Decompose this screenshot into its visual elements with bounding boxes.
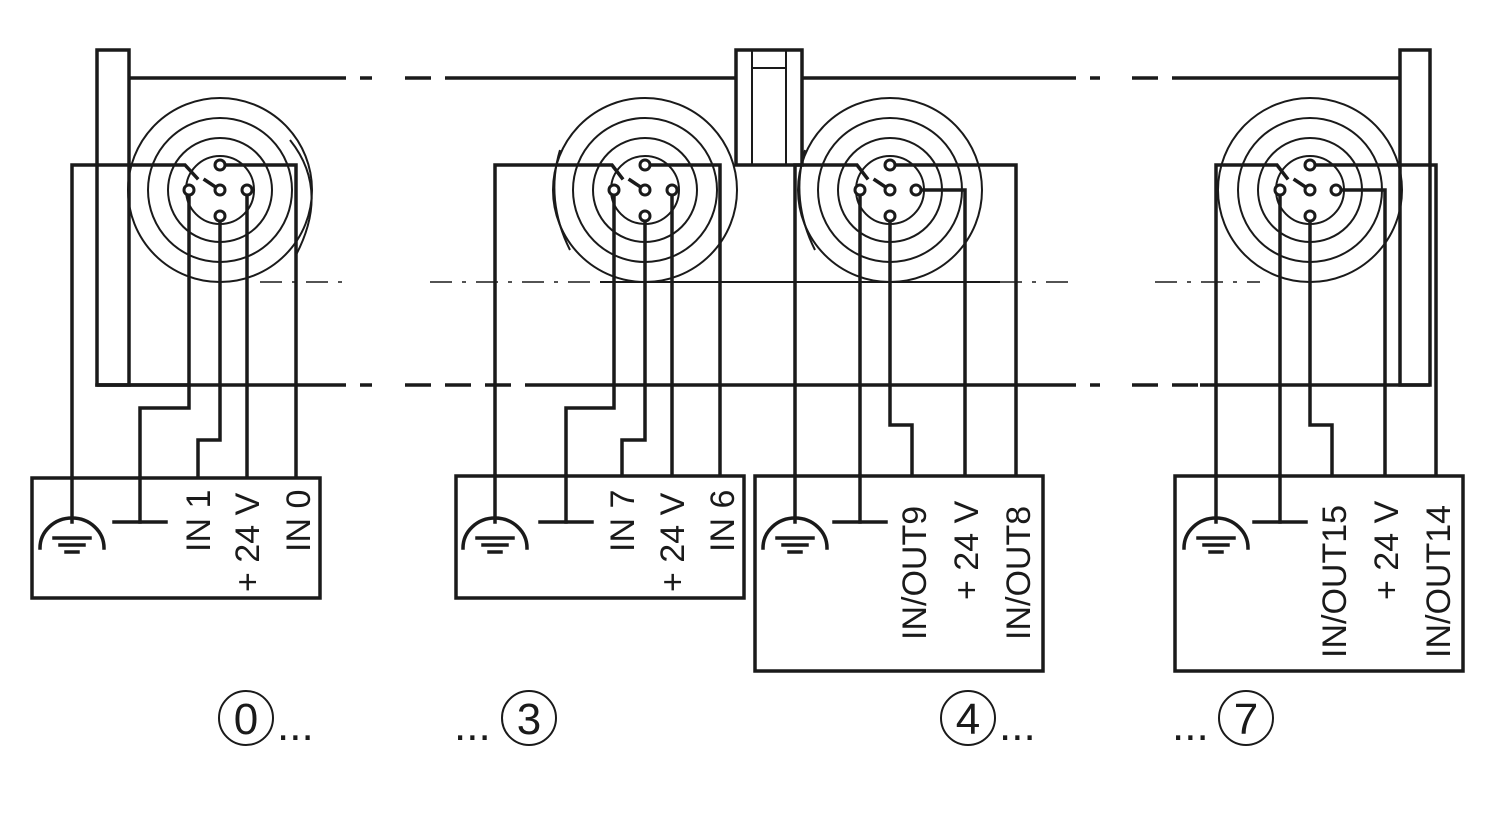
position-marker-7: ... 7	[1172, 690, 1274, 750]
svg-text:...: ...	[454, 701, 491, 750]
label-inout14: IN/OUT14	[1420, 505, 1458, 658]
protective-earth-icon	[1182, 516, 1250, 554]
center-coupling	[734, 48, 804, 167]
label-inout9: IN/OUT9	[896, 506, 934, 640]
svg-text:7: 7	[1234, 695, 1258, 744]
svg-text:...: ...	[277, 701, 314, 750]
label-in6: IN 6	[704, 490, 742, 552]
wires-module-0	[70, 163, 298, 480]
label-inout15: IN/OUT15	[1316, 505, 1354, 658]
position-marker-3: ... 3	[454, 690, 557, 750]
position-marker-0: 0 ...	[218, 690, 314, 750]
wires-module-7	[1214, 163, 1438, 480]
left-end-plate	[95, 48, 131, 387]
terminal-box-7	[1173, 474, 1465, 673]
label-24v: + 24 V	[948, 500, 986, 600]
label-24v: + 24 V	[229, 492, 267, 592]
svg-text:4: 4	[956, 695, 980, 744]
wires-module-4	[793, 163, 1018, 480]
terminal-box-4	[753, 474, 1045, 673]
connector-pins	[182, 158, 1343, 223]
label-24v: + 24 V	[654, 492, 692, 592]
position-marker-4: 4 ...	[940, 690, 1036, 750]
svg-text:...: ...	[1172, 701, 1209, 750]
svg-text:3: 3	[517, 695, 541, 744]
label-in1: IN 1	[180, 490, 218, 552]
wires-module-3	[493, 163, 722, 480]
protective-earth-icon	[761, 516, 829, 554]
label-in7: IN 7	[604, 490, 642, 552]
label-in0: IN 0	[280, 490, 318, 552]
housing-outline	[95, 48, 1432, 387]
right-end-plate	[1398, 48, 1432, 387]
protective-earth-icon	[38, 516, 106, 554]
protective-earth-icon	[461, 516, 529, 554]
svg-text:...: ...	[999, 701, 1036, 750]
label-inout8: IN/OUT8	[1000, 506, 1038, 640]
svg-text:0: 0	[234, 695, 258, 744]
box-wire-stubs	[70, 474, 1282, 524]
label-24v: + 24 V	[1368, 500, 1406, 600]
